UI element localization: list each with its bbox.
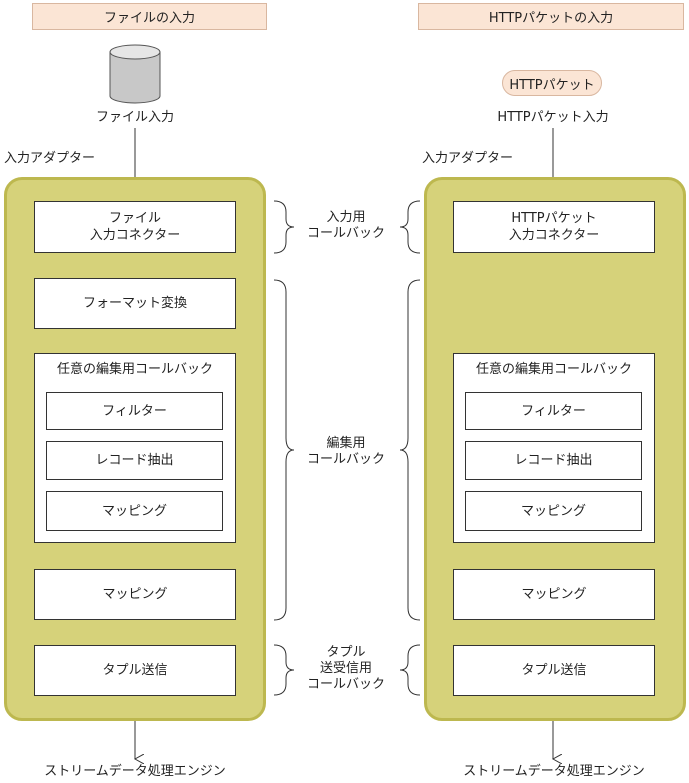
send-callback-line1: タプル [326,645,366,660]
brace-edit-left [273,279,295,621]
left-filter-box: フィルター [46,392,223,430]
edit-callback-label: 編集用 コールバック [296,436,396,468]
right-connector-box: HTTPパケット 入力コネクター [453,201,655,253]
left-send-box: タプル送信 [34,645,236,696]
send-callback-line2: 送受信用 [319,661,372,676]
right-extract-box: レコード抽出 [465,441,642,480]
left-adapter-label: 入力アダプター [4,151,96,166]
left-extract-box: レコード抽出 [46,441,223,480]
right-engine-label: ストリームデータ処理エンジン [463,764,645,779]
left-format-box: フォーマット変換 [34,278,236,329]
right-adapter-label: 入力アダプター [422,151,514,166]
right-optional-title: 任意の編集用コールバック [475,362,632,377]
brace-edit-right [399,279,421,621]
input-callback-label: 入力用 コールバック [296,210,396,242]
database-icon [109,44,161,104]
send-callback-label: タプル 送受信用 コールバック [296,645,396,693]
send-callback-line3: コールバック [306,677,385,692]
left-optional-title: 任意の編集用コールバック [56,362,213,377]
left-connector-box: ファイル 入力コネクター [34,201,236,253]
edit-callback-line2: コールバック [306,452,385,467]
right-mapping-inner-box: マッピング [465,491,642,531]
left-mapping-inner-box: マッピング [46,491,223,531]
brace-send-left [273,644,295,696]
right-connector-line2: 入力コネクター [508,228,600,243]
left-mapping-box: マッピング [34,569,236,620]
input-callback-line2: コールバック [306,226,385,241]
right-connector-line1: HTTPパケット [511,211,597,226]
right-header: HTTPパケットの入力 [418,3,684,30]
brace-send-right [399,644,421,696]
right-filter-box: フィルター [465,392,642,430]
left-header: ファイルの入力 [32,3,267,30]
left-source-label: ファイル入力 [95,110,174,125]
input-callback-line1: 入力用 [326,210,366,225]
brace-input-left [273,200,295,254]
left-connector-line2: 入力コネクター [89,228,181,243]
right-send-box: タプル送信 [453,645,655,696]
edit-callback-line1: 編集用 [326,436,366,451]
http-packet-pill: HTTPパケット [502,70,602,96]
left-engine-label: ストリームデータ処理エンジン [44,764,226,779]
right-source-label: HTTPパケット入力 [497,110,609,125]
left-connector-line1: ファイル [108,211,161,226]
brace-input-right [399,200,421,254]
right-mapping-box: マッピング [453,569,655,620]
